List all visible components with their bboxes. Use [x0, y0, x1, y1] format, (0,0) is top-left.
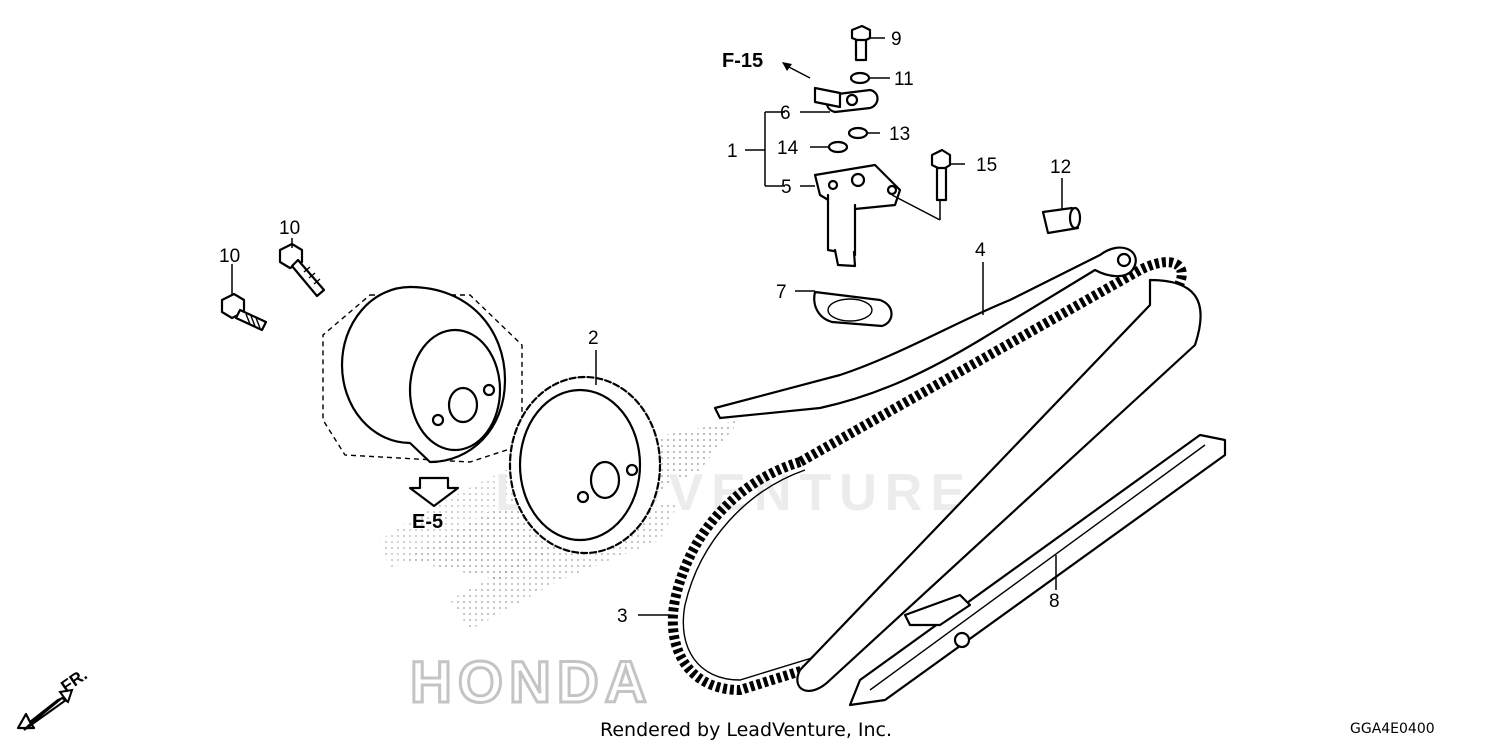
callout-3: 3 — [617, 606, 628, 627]
washer-14 — [827, 140, 849, 154]
cam-chain — [667, 257, 1187, 696]
gasket — [813, 290, 893, 328]
watermark-honda-text: HONDA — [410, 650, 653, 715]
diagram-code: GGA4E0400 — [1350, 721, 1435, 737]
callout-13: 13 — [889, 124, 910, 145]
tensioner-bracket — [813, 86, 879, 114]
callout-6: 6 — [780, 103, 791, 124]
washer-11 — [849, 71, 871, 85]
callout-8: 8 — [1049, 591, 1060, 612]
callout-2: 2 — [588, 328, 599, 349]
bolt-10-right — [278, 242, 326, 298]
callout-15: 15 — [976, 155, 997, 176]
chain-guide — [848, 433, 1227, 707]
arrow-down-icon — [408, 476, 460, 508]
callout-12: 12 — [1050, 157, 1071, 178]
callout-7: 7 — [776, 282, 787, 303]
section-ref-e5: E-5 — [412, 511, 443, 533]
bolt-15 — [930, 148, 952, 202]
front-arrow-icon — [16, 688, 74, 731]
cam-sprocket — [508, 375, 662, 555]
callout-14: 14 — [777, 138, 799, 159]
bolt-9 — [850, 24, 872, 62]
tensioner-lifter — [813, 163, 902, 268]
callout-9: 9 — [891, 29, 902, 50]
callout-1: 1 — [727, 141, 738, 162]
rendered-by-credit: Rendered by LeadVenture, Inc. — [600, 719, 893, 741]
callout-4: 4 — [975, 240, 986, 261]
section-ref-f15: F-15 — [722, 50, 763, 72]
leader-lines — [231, 37, 1063, 616]
cam-drive-plate — [340, 285, 507, 464]
callout-10-left: 10 — [219, 246, 240, 267]
washer-13 — [847, 126, 869, 140]
callout-5: 5 — [781, 177, 792, 198]
dowel-pin-12 — [1041, 206, 1082, 235]
reference-outline — [322, 294, 523, 463]
tensioner-slipper — [713, 246, 1202, 692]
bolt-10-left — [220, 292, 268, 332]
callout-11: 11 — [894, 69, 914, 90]
callout-10-right: 10 — [279, 218, 300, 239]
